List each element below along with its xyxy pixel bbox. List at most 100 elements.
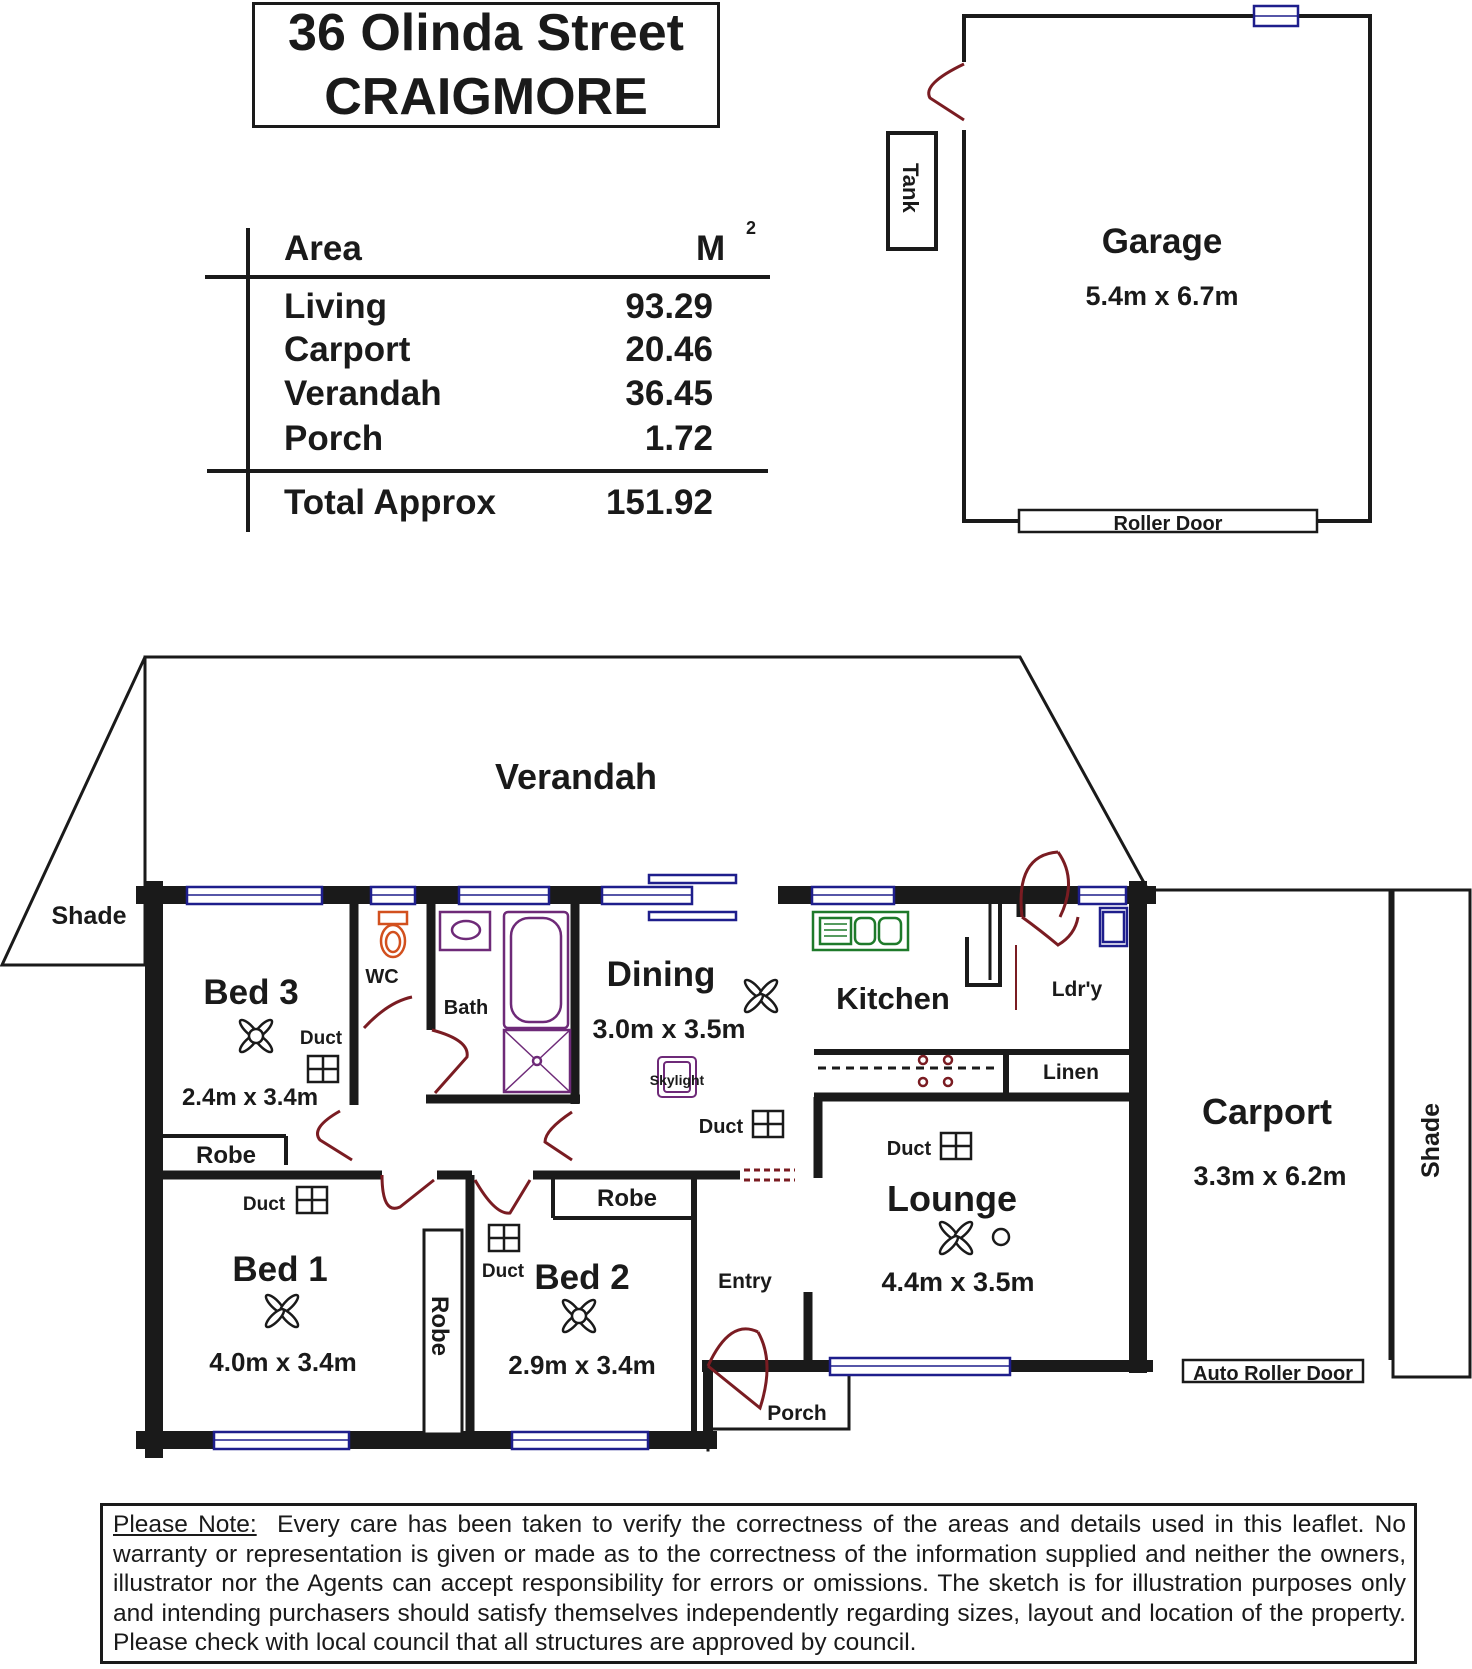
door-bed2-swing — [473, 1179, 532, 1215]
bed2-size: 2.9m x 3.4m — [508, 1350, 655, 1380]
window-wc — [369, 885, 417, 906]
fixtures — [377, 906, 1129, 1098]
area-row-label: Verandah — [284, 374, 442, 413]
window-bed1 — [212, 1430, 351, 1451]
verandah-label: Verandah — [495, 756, 657, 797]
window-kitchen — [810, 885, 896, 906]
robe-label: Robe — [426, 1296, 453, 1356]
address-street: 36 Olinda Street — [288, 4, 684, 62]
laundry-label: Ldr'y — [1052, 978, 1103, 1001]
door-bed1-swing — [380, 1174, 435, 1210]
address-suburb: CRAIGMORE — [324, 68, 648, 126]
light-icon — [991, 1227, 1011, 1247]
carport-outline — [1148, 888, 1392, 1360]
robe-label: Robe — [597, 1185, 657, 1212]
cooktop-icon — [917, 1054, 954, 1088]
shade-right — [1391, 888, 1472, 1379]
duct-label: Duct — [300, 1028, 343, 1049]
auto-roller-door — [1181, 1358, 1365, 1384]
area-total-label: Total Approx — [284, 483, 496, 522]
duct-label: Duct — [699, 1116, 744, 1138]
duct-vents — [295, 1054, 973, 1253]
shade-left — [0, 656, 147, 967]
door-dining-hall-swing — [543, 1110, 573, 1162]
shade-right-label: Shade — [1417, 1103, 1445, 1178]
window-bed2 — [510, 1430, 650, 1451]
skylight-label: Skylight — [650, 1072, 705, 1088]
kitchen-label: Kitchen — [836, 981, 950, 1016]
area-row-label: Living — [284, 287, 387, 326]
disclaimer-heading: Please Note: — [113, 1511, 257, 1538]
duct-vent-icon — [939, 1131, 973, 1161]
garage-name: Garage — [1102, 222, 1223, 261]
door-entry-swing — [706, 1327, 769, 1411]
tank-label: Tank — [898, 163, 923, 213]
duct-vent-icon — [751, 1109, 785, 1139]
ceiling-fans — [238, 978, 1011, 1334]
garage-roller-door — [1017, 508, 1319, 534]
area-row-value: 1.72 — [645, 419, 713, 458]
window-bed3 — [185, 885, 324, 906]
door-bed3-swing — [316, 1109, 353, 1162]
dining-size: 3.0m x 3.5m — [592, 1014, 745, 1044]
tank — [886, 131, 938, 251]
garage-size: 5.4m x 6.7m — [1085, 281, 1238, 311]
wc-label: WC — [365, 966, 398, 988]
disclaimer-text: Every care has been taken to verify the … — [113, 1511, 1407, 1656]
area-table: Area M 2 Living 93.29 Carport 20.46 Vera… — [205, 218, 770, 532]
area-row-value: 36.45 — [625, 374, 713, 413]
area-row-value: 93.29 — [625, 287, 713, 326]
duct-vent-icon — [295, 1185, 329, 1215]
bed3-name: Bed 3 — [203, 973, 298, 1012]
ceiling-fan-icon — [938, 1220, 974, 1256]
duct-vent-icon — [487, 1223, 521, 1253]
laundry-tub-icon — [1098, 906, 1129, 948]
door-bath-swing — [431, 1028, 469, 1094]
ceiling-fan-icon — [743, 978, 779, 1014]
duct-label: Duct — [887, 1138, 932, 1160]
address-title-box: 36 Olinda Street CRAIGMORE — [252, 2, 720, 128]
room-labels: Bed 3 2.4m x 3.4m Duct WC Bath Dining 3.… — [182, 955, 1103, 1425]
duct-vent-icon — [306, 1054, 340, 1084]
bathtub-icon — [502, 910, 572, 1094]
carport-name: Carport — [1202, 1091, 1332, 1132]
bath-label: Bath — [444, 997, 488, 1019]
kitchen-sink-icon — [811, 910, 910, 952]
basin-icon — [438, 910, 492, 952]
porch-label: Porch — [767, 1402, 827, 1425]
door-laundry-swing-lower — [1021, 915, 1080, 947]
door-wc-swing — [362, 995, 413, 1030]
ceiling-fan-icon — [561, 1298, 597, 1334]
area-row-label: Carport — [284, 330, 411, 369]
window-lounge — [828, 1356, 1012, 1377]
entry-opening — [744, 1168, 795, 1182]
carport-size: 3.3m x 6.2m — [1193, 1161, 1346, 1191]
skylight-icon — [657, 1056, 697, 1098]
garage: Tank Garage 5.4m x 6.7m Roller Door — [886, 4, 1372, 535]
shade-left-label: Shade — [51, 902, 126, 930]
windows — [185, 873, 1128, 1451]
linen-label: Linen — [1043, 1061, 1099, 1084]
bed1-size: 4.0m x 3.4m — [209, 1347, 356, 1377]
duct-label: Duct — [482, 1261, 525, 1282]
area-row-label: Porch — [284, 419, 383, 458]
robe-label: Robe — [196, 1142, 256, 1169]
verandah: Verandah Shade — [0, 655, 1150, 967]
duct-label: Duct — [243, 1194, 286, 1215]
window-laundry — [1077, 885, 1128, 906]
toilet-icon — [377, 910, 409, 959]
ceiling-fan-icon — [264, 1293, 300, 1329]
area-header-label: Area — [284, 229, 362, 268]
garage-door-swing — [927, 62, 965, 122]
doors — [316, 850, 1080, 1411]
lounge-size: 4.4m x 3.5m — [881, 1267, 1034, 1297]
carport: Shade Carport 3.3m x 6.2m Auto Roller Do… — [1148, 888, 1472, 1385]
area-total-value: 151.92 — [606, 483, 713, 522]
area-row-value: 20.46 — [625, 330, 713, 369]
lounge-name: Lounge — [887, 1178, 1017, 1219]
garage-walls — [962, 14, 1372, 523]
window-bath — [457, 885, 551, 906]
bed2-name: Bed 2 — [534, 1258, 629, 1297]
entry-label: Entry — [718, 1270, 772, 1293]
